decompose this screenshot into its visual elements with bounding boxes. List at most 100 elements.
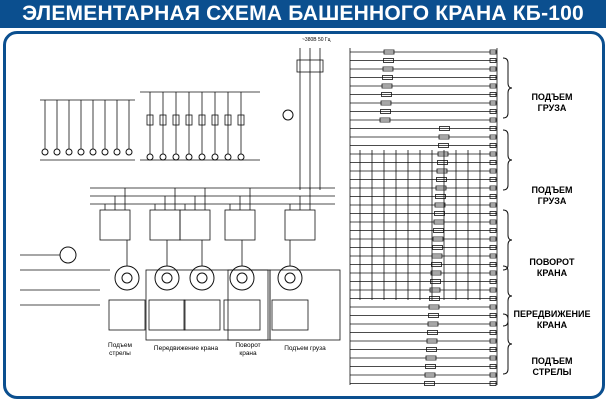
coil-box xyxy=(489,355,497,361)
coil-box xyxy=(489,245,497,250)
coil-box xyxy=(489,168,497,174)
switch xyxy=(185,114,193,126)
lamp-symbol xyxy=(89,148,97,156)
transformer-symbol xyxy=(282,109,294,121)
switch xyxy=(198,114,206,126)
relay-contact xyxy=(380,100,392,106)
coil-box xyxy=(489,304,497,310)
switch xyxy=(172,114,180,126)
bottom-label-line: Подъем xyxy=(108,342,132,349)
resistor-bank xyxy=(148,299,186,331)
relay-contact xyxy=(428,313,439,318)
main-breaker xyxy=(296,59,324,73)
bottom-label-hoist: Подъем груза xyxy=(270,345,340,353)
lamp-symbol xyxy=(185,153,193,161)
lamp-symbol xyxy=(237,153,245,161)
coil-box xyxy=(489,364,497,369)
coil-box xyxy=(489,372,497,378)
section-label-line: ПОДЪЕМ xyxy=(531,356,573,366)
relay-contact xyxy=(431,262,442,267)
coil-box xyxy=(489,219,497,225)
coil-box xyxy=(489,381,497,386)
relay-contact xyxy=(426,347,437,352)
section-label-line: КРАНА xyxy=(536,268,568,278)
coil-box xyxy=(489,92,497,97)
coil-box xyxy=(489,321,497,327)
lamp-symbol xyxy=(77,148,85,156)
coil-box xyxy=(489,330,497,335)
switch xyxy=(159,114,167,126)
poster-title: ЭЛЕМЕНТАРНАЯ СХЕМА БАШЕННОГО КРАНА КБ-10… xyxy=(0,0,606,28)
resistor-bank xyxy=(271,299,309,331)
relay-contact xyxy=(436,168,448,174)
lamp-symbol xyxy=(53,148,61,156)
relay-contact xyxy=(428,304,440,310)
coil-box xyxy=(489,117,497,123)
relay-contact xyxy=(430,270,442,276)
lamp-symbol xyxy=(65,148,73,156)
motor-rotor xyxy=(196,272,208,284)
relay-contact xyxy=(436,177,447,182)
coil-box xyxy=(489,202,497,208)
coil-box xyxy=(489,287,497,293)
section-brace xyxy=(502,57,513,119)
coil-box xyxy=(489,262,497,267)
relay-contact xyxy=(437,151,449,157)
coil-box xyxy=(489,66,497,72)
bottom-label-line: Подъем груза xyxy=(284,345,326,352)
relay-contact xyxy=(430,279,441,284)
section-label-line: ПОДЪЕМ xyxy=(531,185,573,195)
motor-rotor xyxy=(236,272,248,284)
resistor-bank xyxy=(108,299,146,331)
relay-contact xyxy=(435,185,447,191)
coil-box xyxy=(489,134,497,140)
coil-box xyxy=(489,296,497,301)
lamp-symbol xyxy=(224,153,232,161)
coil-box xyxy=(489,236,497,242)
travel-group-box xyxy=(145,269,269,341)
lamp-symbol xyxy=(41,148,49,156)
motor-rotor xyxy=(121,272,133,284)
coil-box xyxy=(489,109,497,114)
relay-contact xyxy=(429,296,440,301)
switch xyxy=(224,114,232,126)
brake-motor-symbol xyxy=(59,246,77,264)
motor-rotor xyxy=(284,272,296,284)
coil-box xyxy=(489,253,497,259)
coil-box xyxy=(489,228,497,233)
relay-contact xyxy=(424,372,436,378)
relay-contact xyxy=(425,364,436,369)
supply-label: ~380В 50 Гц xyxy=(302,37,331,43)
coil-box xyxy=(489,185,497,191)
section-label-line: ПЕРЕДВИЖЕНИЕ xyxy=(513,309,591,319)
resistor-bank xyxy=(223,299,261,331)
section-label-line: ГРУЗА xyxy=(537,196,567,206)
relay-contact xyxy=(382,66,394,72)
lamp-symbol xyxy=(172,153,180,161)
lamp-symbol xyxy=(101,148,109,156)
bottom-label-line: крана xyxy=(239,350,257,357)
relay-contact xyxy=(427,330,438,335)
relay-contact xyxy=(424,381,435,386)
relay-contact xyxy=(379,117,391,123)
relay-contact xyxy=(438,143,449,148)
coil-box xyxy=(489,75,497,80)
relay-contact xyxy=(435,194,446,199)
coil-box xyxy=(489,177,497,182)
coil-box xyxy=(489,143,497,148)
section-brace xyxy=(502,209,513,271)
section-label-line: СТРЕЛЫ xyxy=(532,367,572,377)
relay-contact xyxy=(432,245,443,250)
relay-contact xyxy=(439,126,450,131)
section-brace xyxy=(502,313,513,375)
diagram-frame xyxy=(3,31,605,399)
contactor-group xyxy=(284,209,316,241)
relay-contact xyxy=(434,211,445,216)
relay-contact xyxy=(433,228,444,233)
contactor-group xyxy=(224,209,256,241)
